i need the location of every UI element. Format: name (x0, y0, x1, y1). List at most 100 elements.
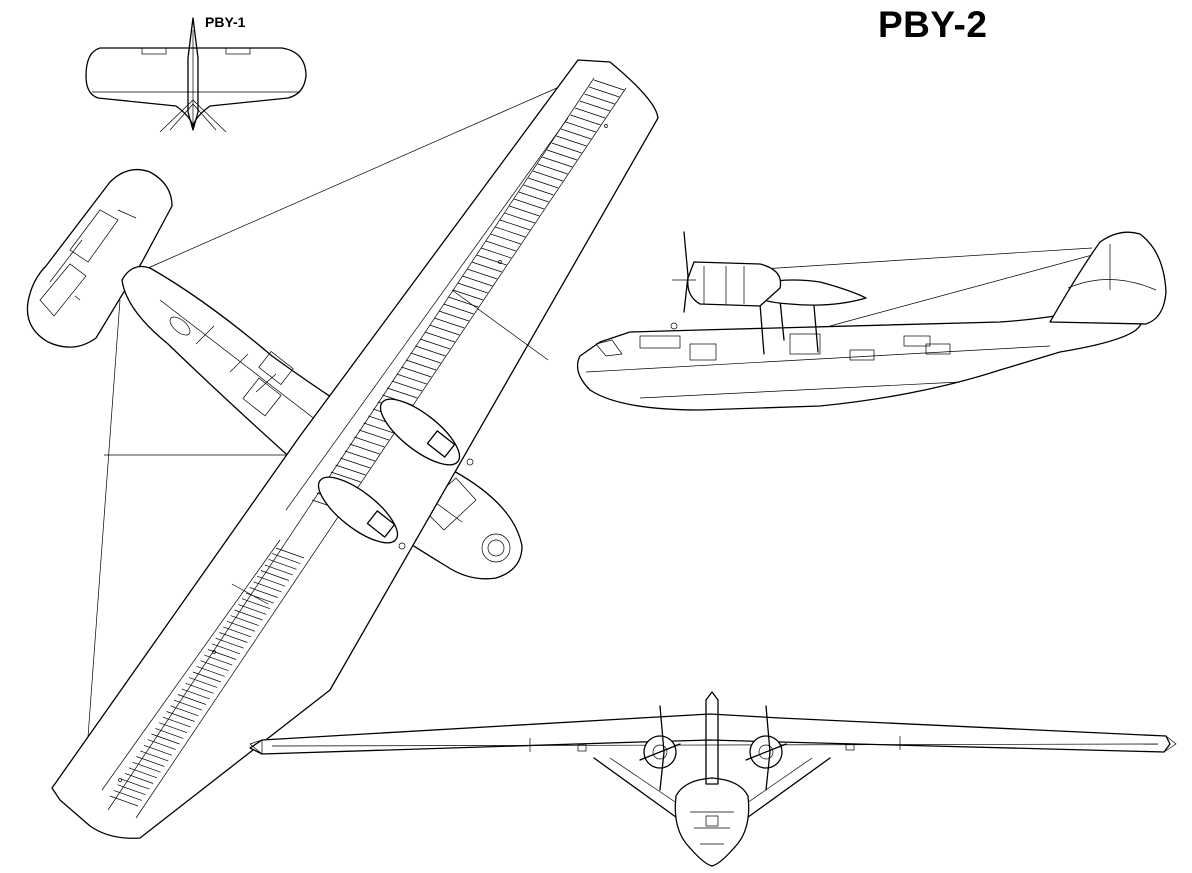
wing-rib-line (245, 592, 274, 604)
wing-rib-line (200, 660, 229, 672)
wing-rib-line (223, 626, 252, 638)
wing-rib-line (253, 581, 282, 593)
wing-rib-line (170, 705, 199, 717)
wing-rib-line (211, 643, 241, 655)
wing-rib-line (495, 226, 526, 238)
wing-rib-line (234, 609, 263, 621)
wing-rib-line (419, 338, 451, 350)
wing-rib-line (396, 373, 427, 385)
wing-rib-line (551, 142, 582, 154)
wing-rib-line (387, 387, 418, 399)
wing-rib-line (509, 205, 540, 217)
wing-rib-line (457, 282, 488, 294)
wing-rib-line (523, 184, 554, 196)
wing-rib-line (109, 795, 139, 807)
wing-rib-line (241, 598, 271, 610)
inset-tail-top-view (85, 17, 307, 133)
wing-rib-line (249, 587, 278, 598)
wing-rib-line (354, 436, 385, 448)
wing-rib-line (204, 654, 233, 666)
wing-rib-line (565, 121, 596, 133)
wing-rib-line (272, 553, 301, 564)
wing-rib-line (499, 219, 531, 231)
wing-rib-line (424, 331, 455, 343)
wing-rib-line (162, 716, 191, 728)
wing-ribs-lower (109, 547, 305, 807)
wing-rib-line (485, 240, 517, 252)
wing-rib-line (438, 310, 470, 322)
wing-rib-line (230, 615, 259, 626)
wing-rib-line (471, 261, 502, 273)
wing-rib-line (344, 450, 376, 462)
wing-rib-line (192, 671, 222, 683)
wing-rib-line (466, 268, 498, 280)
wing-rib-line (391, 380, 423, 392)
wing-rib-line (151, 733, 180, 745)
wing-rib-line (405, 359, 437, 371)
wing-rib-line (363, 422, 394, 434)
wing-rib-line (537, 163, 568, 175)
wing-rib-line (140, 750, 169, 762)
wing-rib-line (189, 677, 218, 688)
wing-rib-line (335, 464, 366, 476)
wing-rib-line (268, 558, 297, 570)
wing-rib-line (215, 637, 244, 649)
wing-rib-line (429, 324, 460, 336)
wing-rib-line (546, 149, 578, 161)
wing-rib-line (575, 107, 606, 119)
wing-rib-line (401, 366, 432, 378)
wing-rib-line (415, 345, 446, 357)
wing-rib-line (556, 135, 587, 147)
inset-title: PBY-1 (205, 14, 246, 30)
wing-rib-line (532, 170, 564, 182)
wing-rib-line (132, 761, 161, 773)
side-view (576, 231, 1167, 411)
wing-rib-line (579, 100, 611, 112)
wing-rib-line (264, 564, 293, 576)
wing-rib-line (196, 666, 225, 677)
wing-rib-line (462, 275, 493, 287)
wing-rib-line (593, 79, 625, 91)
wing-rib-line (181, 688, 210, 700)
wing-rib-line (481, 247, 512, 259)
wing-rib-line (358, 429, 390, 441)
main-title: PBY-2 (878, 4, 988, 45)
wing-rib-line (340, 457, 371, 469)
wing-rib-line (124, 773, 154, 784)
wing-rib-line (256, 575, 286, 587)
wing-rib-line (448, 296, 479, 308)
wing-rib-line (173, 699, 203, 711)
wing-rib-line (452, 289, 484, 301)
wing-rib-line (177, 694, 207, 705)
plan-view (26, 59, 659, 839)
wing-rib-line (584, 93, 615, 105)
wing-rib-line (128, 767, 158, 779)
wing-rib-line (155, 728, 184, 739)
wing-rib-line (570, 114, 601, 126)
wing-rib-line (490, 233, 521, 245)
wing-rib-line (330, 471, 361, 483)
wing-rib-line (219, 632, 248, 643)
wing-rib-line (560, 128, 592, 140)
wing-rib-line (275, 547, 305, 559)
wing-rib-line (518, 191, 549, 203)
wing-rib-line (410, 352, 441, 364)
wing-rib-line (238, 604, 267, 615)
wing-rib-line (121, 778, 150, 790)
wing-rib-line (143, 744, 173, 756)
wing-rib-line (504, 212, 535, 224)
wing-rib-line (185, 682, 214, 694)
wing-rib-line (147, 739, 176, 750)
wing-rib-line (136, 756, 165, 767)
wing-rib-line (542, 156, 573, 168)
wing-rib-line (113, 790, 142, 801)
wing-rib-line (528, 177, 559, 189)
wing-rib-line (589, 86, 620, 98)
wing-rib-line (226, 620, 256, 632)
wing-rib-line (158, 722, 188, 734)
wing-rib-line (260, 570, 290, 581)
wing-rib-line (476, 254, 507, 266)
wing-rib-line (166, 711, 195, 722)
